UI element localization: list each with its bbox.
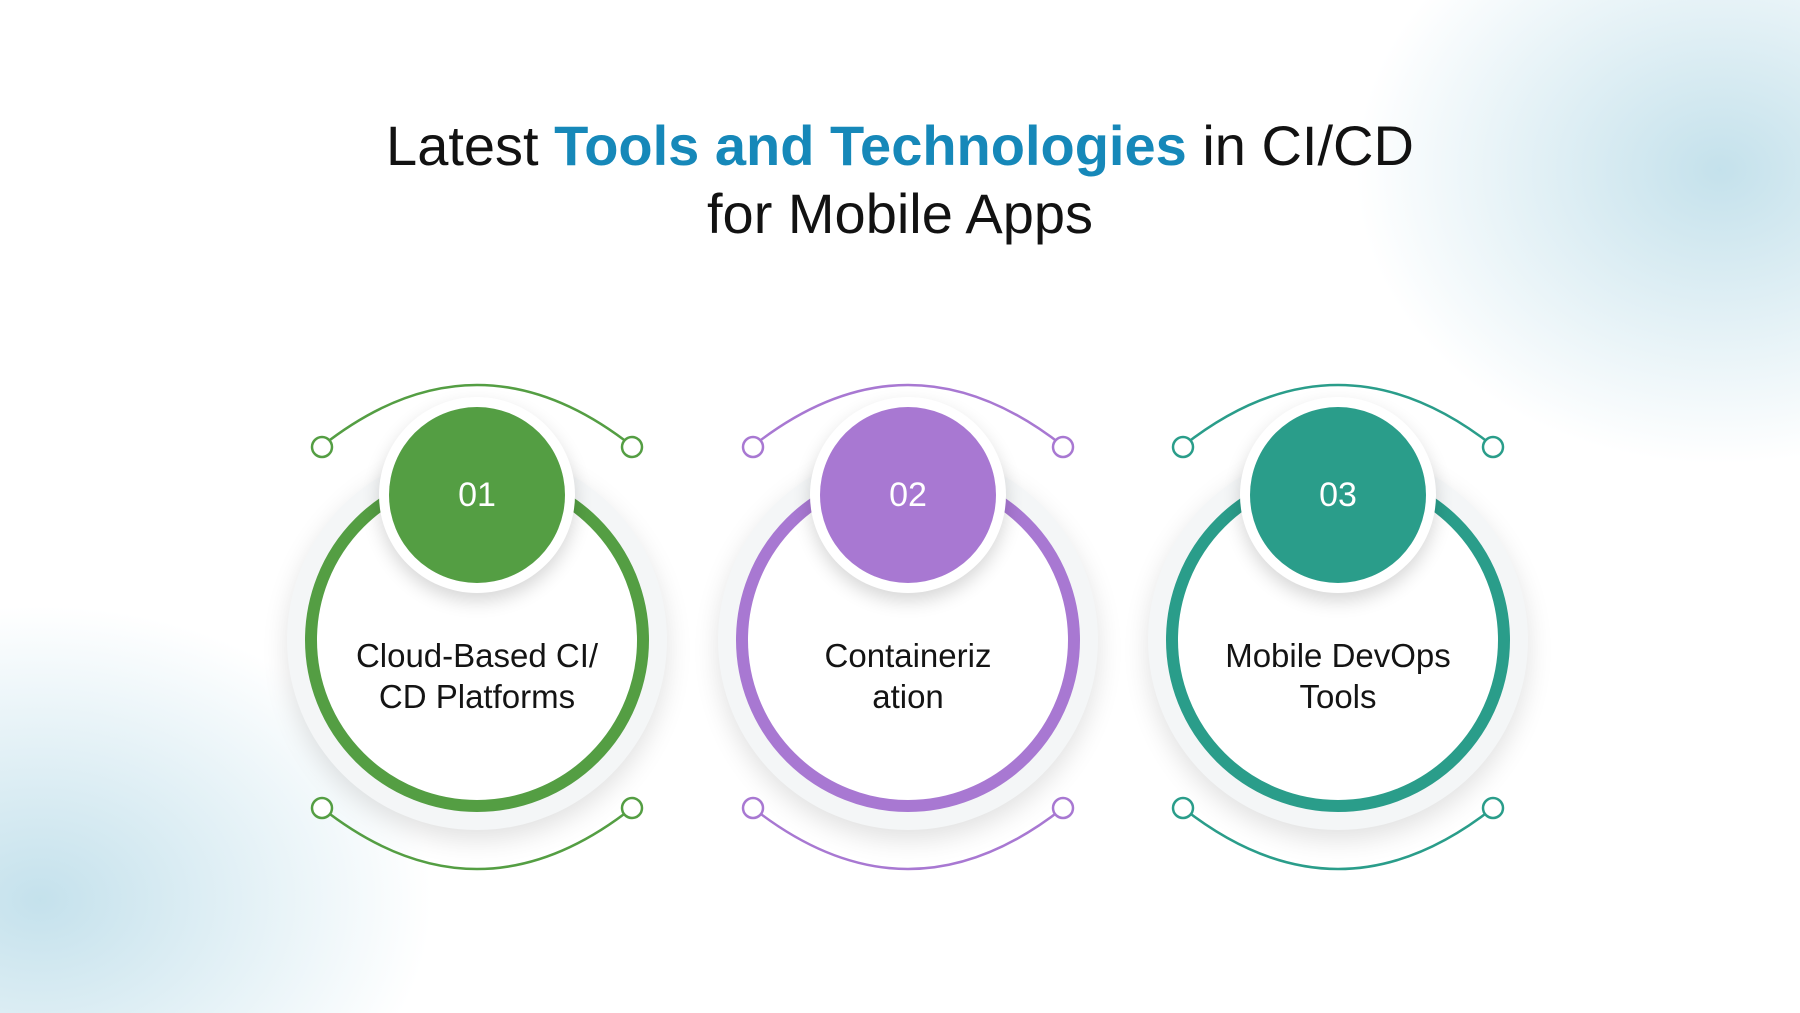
title-suffix: in CI/CD <box>1186 114 1414 177</box>
step-card-3: 03 Mobile DevOps Tools <box>1118 380 1558 880</box>
title-prefix: Latest <box>386 114 555 177</box>
step-2-connector-arcs <box>741 383 1075 871</box>
step-2-label: Containeriz ation <box>824 637 992 715</box>
step-card-2: 02 Containeriz ation <box>688 380 1128 880</box>
title-line2: for Mobile Apps <box>707 182 1093 245</box>
step-card-1: 01 Cloud-Based CI/ CD Platforms <box>257 380 697 880</box>
step-1-connector-arcs <box>310 383 644 871</box>
step-1-label: Cloud-Based CI/ CD Platforms <box>355 637 599 715</box>
page-title: Latest Tools and Technologies in CI/CD f… <box>0 112 1800 248</box>
step-3-label: Mobile DevOps Tools <box>1225 637 1451 715</box>
step-1-number-badge: 01 <box>389 407 565 583</box>
step-2-number-badge: 02 <box>820 407 996 583</box>
step-3-number-badge: 03 <box>1250 407 1426 583</box>
step-3-connector-arcs <box>1171 383 1505 871</box>
title-highlight: Tools and Technologies <box>554 114 1187 177</box>
